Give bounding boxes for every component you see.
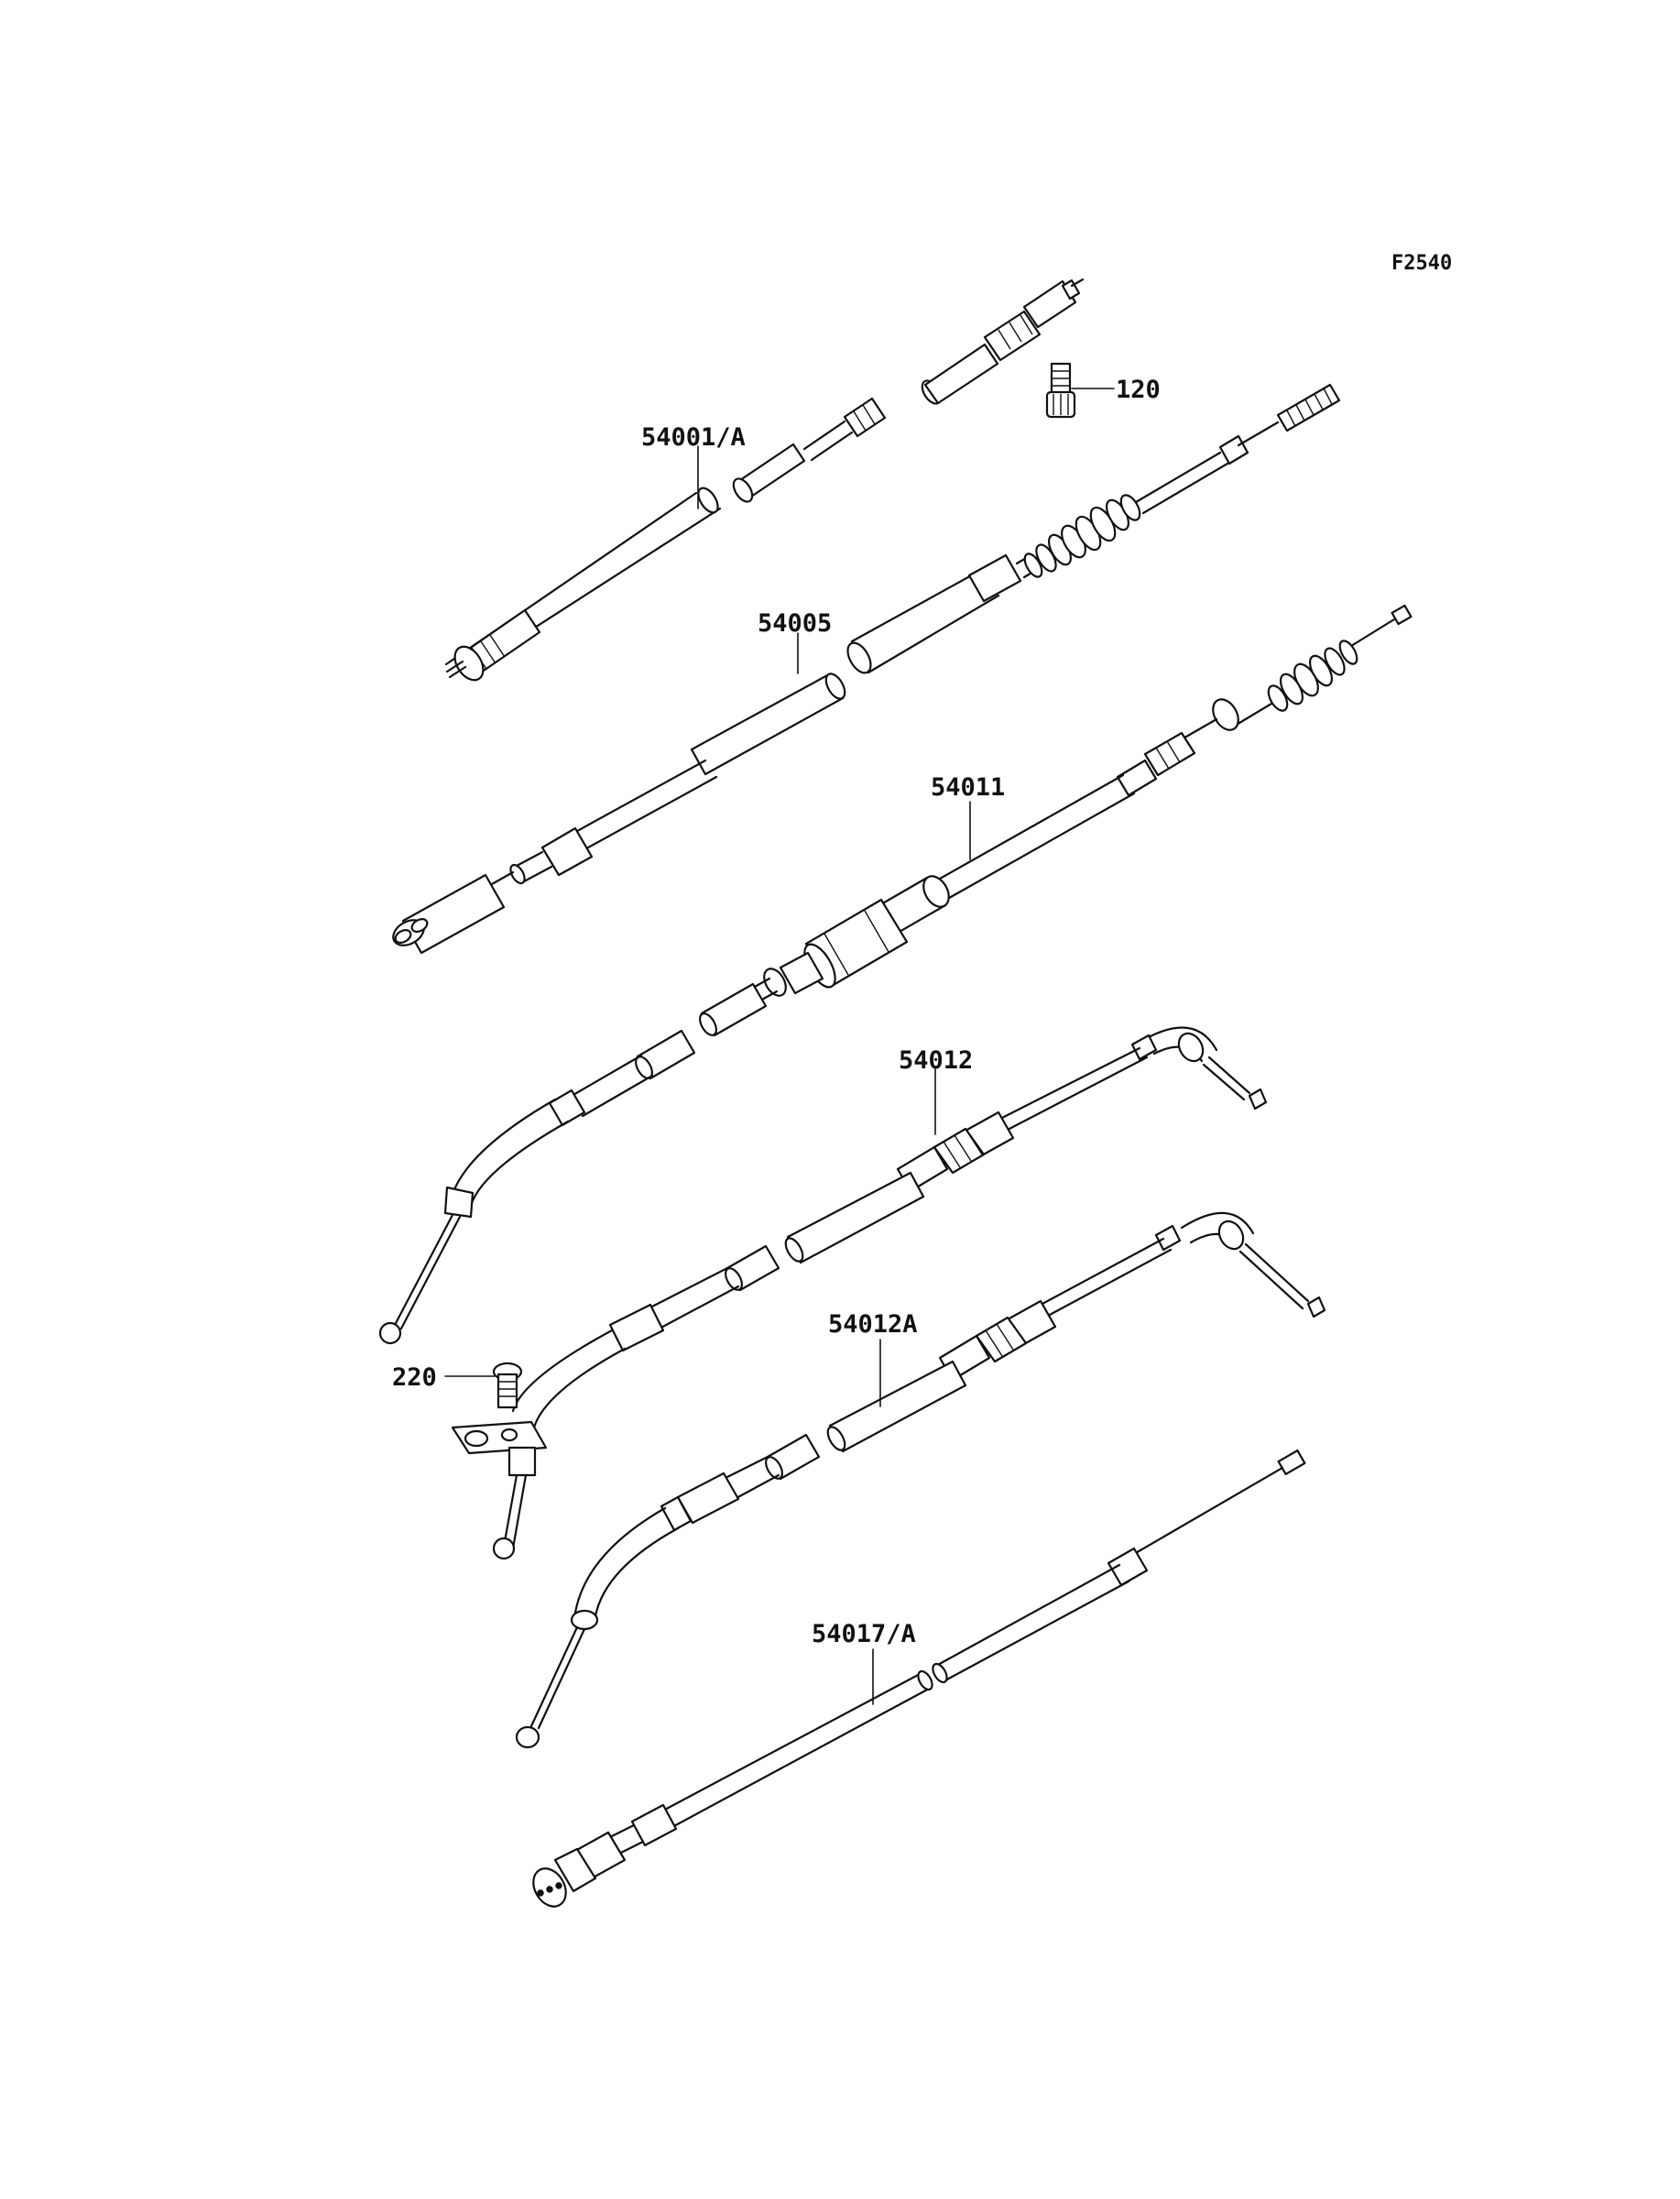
- label-220: 220: [392, 1363, 437, 1392]
- cable-54011[interactable]: [378, 604, 1413, 1345]
- bolt-120[interactable]: [1045, 362, 1076, 419]
- screw-220[interactable]: [492, 1362, 523, 1409]
- figure-code: F2540: [1391, 252, 1452, 275]
- cable-54012a[interactable]: [515, 1211, 1326, 1749]
- label-54012a: 54012A: [828, 1310, 918, 1339]
- label-54005: 54005: [758, 609, 832, 638]
- cable-54012[interactable]: [451, 1026, 1268, 1560]
- label-54011: 54011: [931, 773, 1005, 802]
- cable-54017-a[interactable]: [527, 1449, 1306, 1912]
- label-54012: 54012: [899, 1046, 973, 1075]
- label-120: 120: [1116, 376, 1161, 404]
- label-54017-a: 54017/A: [812, 1620, 916, 1648]
- cable-54001-a[interactable]: [444, 278, 1085, 685]
- label-54001-a: 54001/A: [641, 423, 746, 452]
- cable-54005[interactable]: [388, 383, 1341, 955]
